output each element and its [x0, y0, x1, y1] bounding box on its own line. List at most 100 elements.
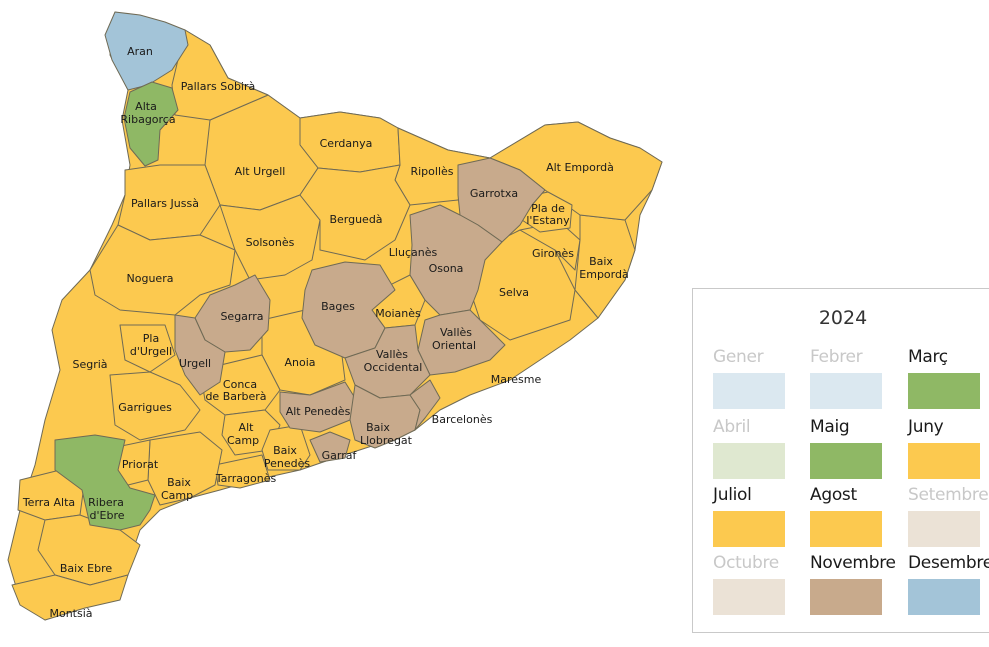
label-pla-estany-2: l'Estany	[526, 214, 570, 227]
urgell-region[interactable]	[174, 314, 226, 396]
label-cerdanya: Cerdanya	[320, 137, 373, 150]
legend-item: Setembre	[908, 485, 989, 547]
baix-camp-region[interactable]	[147, 431, 223, 506]
legend-title: 2024	[818, 307, 868, 329]
legend-item: Gener	[713, 347, 803, 409]
garrotxa-region[interactable]	[457, 157, 546, 243]
legend-month-label: Juny	[908, 417, 944, 437]
label-baix-camp-2: Camp	[161, 489, 193, 502]
legend-item: Desembre	[908, 553, 989, 615]
legend-item: Juliol	[713, 485, 803, 547]
legend-color-swatch	[713, 579, 785, 615]
garrigues-region[interactable]	[109, 371, 201, 441]
legend-color-swatch	[810, 373, 882, 409]
legend-item: Abril	[713, 417, 803, 479]
label-baix-camp-1: Baix	[167, 476, 191, 489]
baix-emporda-region[interactable]	[574, 214, 636, 319]
label-ribera-1: Ribera	[88, 496, 124, 509]
label-baix-emporda-2: Empordà	[579, 268, 628, 281]
label-tarragones: Tarragonès	[215, 472, 277, 485]
label-baix-llobregat-1: Baix	[366, 421, 390, 434]
label-selva: Selva	[499, 286, 529, 299]
label-baix-llobregat-2: Llobregat	[360, 434, 413, 447]
label-alt-penedes: Alt Penedès	[286, 405, 351, 418]
legend-color-swatch	[908, 579, 980, 615]
legend-month-label: Agost	[810, 485, 857, 505]
label-noguera: Noguera	[127, 272, 174, 285]
legend-color-swatch	[810, 511, 882, 547]
label-maresme: Maresme	[491, 373, 542, 386]
legend-color-swatch	[908, 373, 980, 409]
label-alta-ribagorca-2: Ribagorça	[120, 113, 175, 126]
legend-month-label: Maig	[810, 417, 850, 437]
legend-item: Octubre	[713, 553, 803, 615]
legend-month-label: Setembre	[908, 485, 989, 505]
barcelones-region[interactable]	[409, 379, 441, 431]
label-aran: Aran	[127, 45, 153, 58]
legend-color-swatch	[810, 443, 882, 479]
label-valles-oriental-2: Oriental	[432, 339, 476, 352]
pla-urgell-region[interactable]	[119, 324, 176, 373]
label-baix-penedes-1: Baix	[273, 444, 297, 457]
label-barcelones: Barcelonès	[432, 413, 493, 426]
legend-month-label: Juliol	[713, 485, 752, 505]
label-baix-penedes-2: Penedès	[264, 457, 310, 470]
baix-llobregat-region[interactable]	[349, 384, 421, 449]
label-valles-occidental-1: Vallès	[376, 348, 408, 361]
label-bages: Bages	[321, 300, 355, 313]
legend-month-label: Gener	[713, 347, 764, 367]
legend-item: Agost	[810, 485, 900, 547]
catalonia-map: Aran Pallars Sobirà Alta Ribagorça Cerda…	[7, 11, 663, 621]
map-labels: Aran Pallars Sobirà Alta Ribagorça Cerda…	[22, 45, 629, 620]
legend-month-label: Desembre	[908, 553, 989, 573]
label-alt-camp-2: Camp	[227, 434, 259, 447]
label-osona: Osona	[429, 262, 464, 275]
legend-item: Novembre	[810, 553, 900, 615]
label-valles-occidental-2: Occidental	[364, 361, 423, 374]
legend-month-label: Febrer	[810, 347, 863, 367]
tarragones-region[interactable]	[214, 454, 271, 489]
garraf-region[interactable]	[309, 431, 351, 463]
label-ribera-2: d'Ebre	[90, 509, 125, 522]
label-pla-urgell-2: d'Urgell	[130, 345, 172, 358]
label-pla-estany-1: Pla de	[531, 202, 565, 215]
label-terra-alta: Terra Alta	[22, 496, 75, 509]
legend-item: Maig	[810, 417, 900, 479]
legend-color-swatch	[908, 511, 980, 547]
label-conca-1: Conca	[223, 378, 257, 391]
label-bergueda: Berguedà	[329, 213, 382, 226]
label-garrigues: Garrigues	[118, 401, 172, 414]
label-conca-2: de Barberà	[205, 390, 266, 403]
legend-month-label: Març	[908, 347, 948, 367]
label-girones: Gironès	[532, 247, 574, 260]
noguera-region[interactable]	[89, 224, 236, 316]
label-anoia: Anoia	[284, 356, 315, 369]
bergueda-region[interactable]	[299, 164, 411, 261]
legend-color-swatch	[810, 579, 882, 615]
label-priorat: Priorat	[122, 458, 159, 471]
label-garraf: Garraf	[322, 449, 358, 462]
label-segria: Segrià	[72, 358, 107, 371]
label-garrotxa: Garrotxa	[470, 187, 518, 200]
label-urgell: Urgell	[179, 357, 211, 370]
label-solsones: Solsonès	[246, 236, 295, 249]
alta-ribagorca-region[interactable]	[123, 81, 179, 167]
solsones-region[interactable]	[219, 194, 321, 281]
legend-month-label: Octubre	[713, 553, 779, 573]
legend-color-swatch	[908, 443, 980, 479]
osona-region[interactable]	[409, 204, 503, 316]
label-alt-emporda: Alt Empordà	[546, 161, 614, 174]
ribera-ebre-region[interactable]	[54, 434, 156, 531]
montsia-region[interactable]	[11, 574, 129, 621]
label-baix-ebre: Baix Ebre	[60, 562, 113, 575]
legend-item: Febrer	[810, 347, 900, 409]
aran-region[interactable]	[104, 11, 189, 91]
label-pallars-jussa: Pallars Jussà	[131, 197, 199, 210]
label-pallars-sobira: Pallars Sobirà	[181, 80, 256, 93]
label-alta-ribagorca-1: Alta	[135, 100, 157, 113]
label-alt-urgell: Alt Urgell	[235, 165, 286, 178]
label-baix-emporda-1: Baix	[589, 255, 613, 268]
label-valles-oriental-1: Vallès	[440, 326, 472, 339]
label-pla-urgell-1: Pla	[143, 332, 159, 345]
legend-color-swatch	[713, 511, 785, 547]
